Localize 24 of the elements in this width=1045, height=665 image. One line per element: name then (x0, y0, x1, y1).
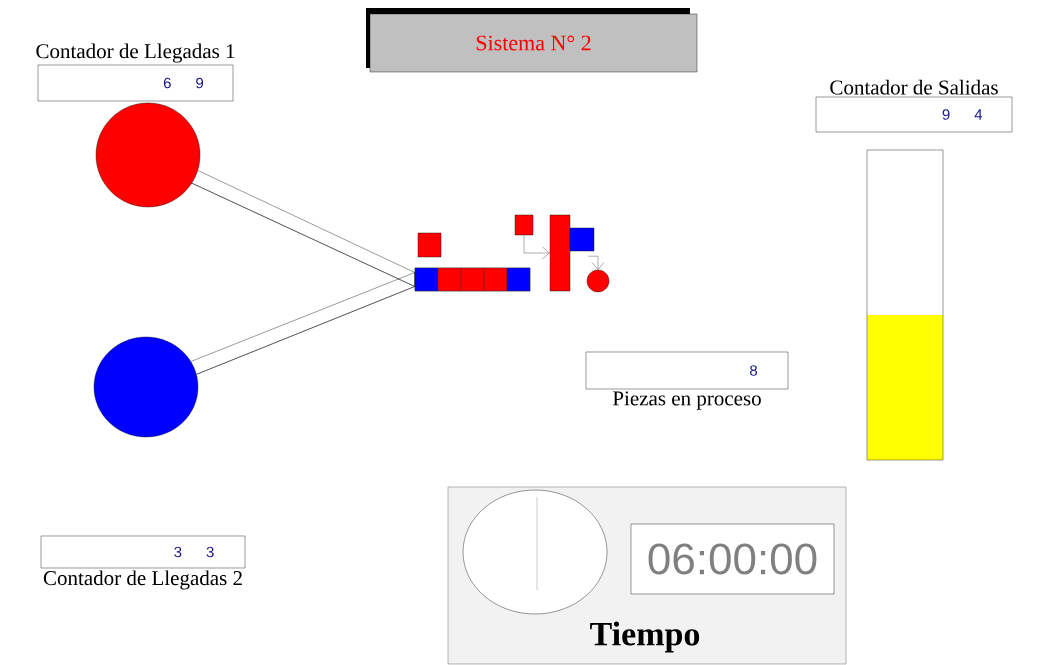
counter-box: 3 3 Contador de Llegadas 2 (40, 535, 246, 590)
part-square (569, 227, 595, 252)
digital-clock: 06:00:00 (630, 523, 835, 595)
part-square (417, 232, 442, 258)
node-label: Contador de Llegadas 2 (43, 570, 242, 590)
node-label: Piezas en proceso (612, 391, 761, 410)
counter-box: 6 9 Contador de Llegadas 1 (36, 43, 235, 102)
node-label: Contador de Llegadas 1 (36, 43, 235, 63)
node-label: Contador de Salidas (830, 79, 998, 95)
source-circle (95, 102, 201, 208)
machine-bar (549, 214, 571, 292)
counter-box: 8 Piezas en proceso (585, 351, 789, 410)
source-circle (93, 336, 199, 438)
clock-face (462, 489, 608, 615)
level-tank (866, 149, 944, 461)
channel-line (191, 272, 415, 375)
queue-drawing (414, 267, 531, 292)
arrow (523, 235, 550, 260)
exit-circle (586, 269, 610, 293)
title-box: Sistema N° 2 (366, 8, 698, 73)
counter-box: 9 4 Contador de Salidas (815, 79, 1013, 133)
arrow (588, 256, 605, 270)
channel-line (191, 170, 415, 287)
part-square (514, 214, 534, 236)
